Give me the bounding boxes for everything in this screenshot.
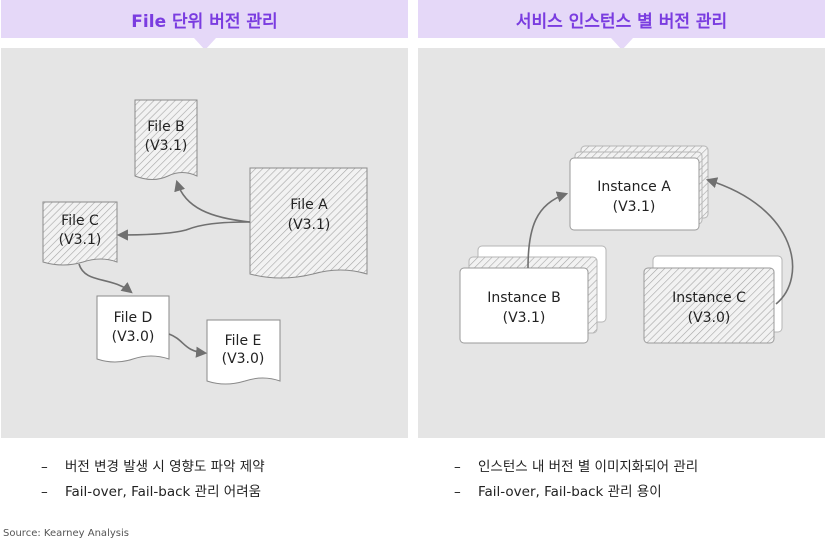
instance-a-version: (V3.1)	[613, 199, 656, 215]
arrow-c-to-a	[705, 177, 794, 305]
arrow-a-to-b	[174, 179, 251, 223]
instance-c-name: Instance C	[672, 290, 746, 306]
instance-a-stack: Instance A (V3.1)	[569, 145, 709, 231]
file-versioning-diagram: File B (V3.1) File A (V3.1) File C (V3.1…	[1, 48, 408, 438]
file-d-name: File D	[114, 310, 153, 326]
arrow-b-to-a	[527, 191, 569, 269]
list-item: – 인스턴스 내 버전 별 이미지화되어 관리	[454, 455, 698, 480]
header-pointer	[610, 38, 633, 50]
bullet-dash: –	[454, 484, 461, 500]
source-note: Source: Kearney Analysis	[3, 528, 129, 539]
instance-c-box	[643, 267, 775, 344]
file-c-version: (V3.1)	[59, 232, 102, 248]
instance-c-stack: Instance C (V3.0)	[643, 255, 783, 344]
arrow-c-to-d	[78, 263, 133, 294]
bullet-text: 버전 변경 발생 시 영향도 파악 제약	[65, 459, 265, 475]
instance-diagram-canvas: Instance A (V3.1) Instance B (V3.1) Inst…	[459, 145, 794, 344]
file-a-version: (V3.1)	[288, 217, 331, 233]
file-e-name: File E	[225, 333, 262, 349]
instance-b-name: Instance B	[487, 290, 561, 306]
instance-versioning-diagram: Instance A (V3.1) Instance B (V3.1) Inst…	[418, 48, 825, 438]
file-c-name: File C	[61, 213, 99, 229]
file-diagram-canvas: File B (V3.1) File A (V3.1) File C (V3.1…	[42, 99, 368, 385]
bullet-text: Fail-over, Fail-back 관리 어려움	[65, 484, 262, 500]
right-panel-header: 서비스 인스턴스 별 버전 관리	[418, 0, 825, 50]
list-item: – Fail-over, Fail-back 관리 어려움	[41, 480, 265, 505]
left-panel-title: File 단위 버전 관리	[131, 11, 278, 32]
file-d-document: File D (V3.0)	[96, 295, 170, 363]
list-item: – Fail-over, Fail-back 관리 용이	[454, 480, 698, 505]
file-a-name: File A	[290, 197, 328, 213]
left-panel-header: File 단위 버전 관리	[1, 0, 408, 50]
file-b-document: File B (V3.1)	[134, 99, 198, 180]
file-b-version: (V3.1)	[145, 138, 188, 154]
file-d-version: (V3.0)	[112, 329, 155, 345]
instance-a-name: Instance A	[597, 179, 671, 195]
right-panel-title: 서비스 인스턴스 별 버전 관리	[515, 11, 728, 32]
bullet-dash: –	[41, 459, 48, 475]
instance-b-version: (V3.1)	[503, 310, 546, 326]
file-b-name: File B	[147, 119, 184, 135]
bullet-text: 인스턴스 내 버전 별 이미지화되어 관리	[478, 459, 699, 475]
list-item: – 버전 변경 발생 시 영향도 파악 제약	[41, 455, 265, 480]
bullet-dash: –	[454, 459, 461, 475]
arrow-d-to-e	[168, 333, 208, 358]
file-e-version: (V3.0)	[222, 351, 265, 367]
file-a-document: File A (V3.1)	[249, 167, 368, 279]
instance-b-box	[459, 267, 589, 344]
instance-a-box	[569, 157, 700, 231]
header-pointer	[193, 38, 216, 50]
instance-b-stack: Instance B (V3.1)	[459, 245, 607, 344]
instance-c-version: (V3.0)	[688, 310, 731, 326]
bullet-dash: –	[41, 484, 48, 500]
file-c-document: File C (V3.1)	[42, 201, 118, 266]
file-e-document: File E (V3.0)	[206, 319, 281, 385]
bullet-text: Fail-over, Fail-back 관리 용이	[478, 484, 662, 500]
left-bullet-list: – 버전 변경 발생 시 영향도 파악 제약 – Fail-over, Fail-b…	[41, 455, 265, 505]
right-bullet-list: – 인스턴스 내 버전 별 이미지화되어 관리 – Fail-over, Fail-…	[454, 455, 698, 505]
arrow-a-to-c	[116, 221, 251, 241]
